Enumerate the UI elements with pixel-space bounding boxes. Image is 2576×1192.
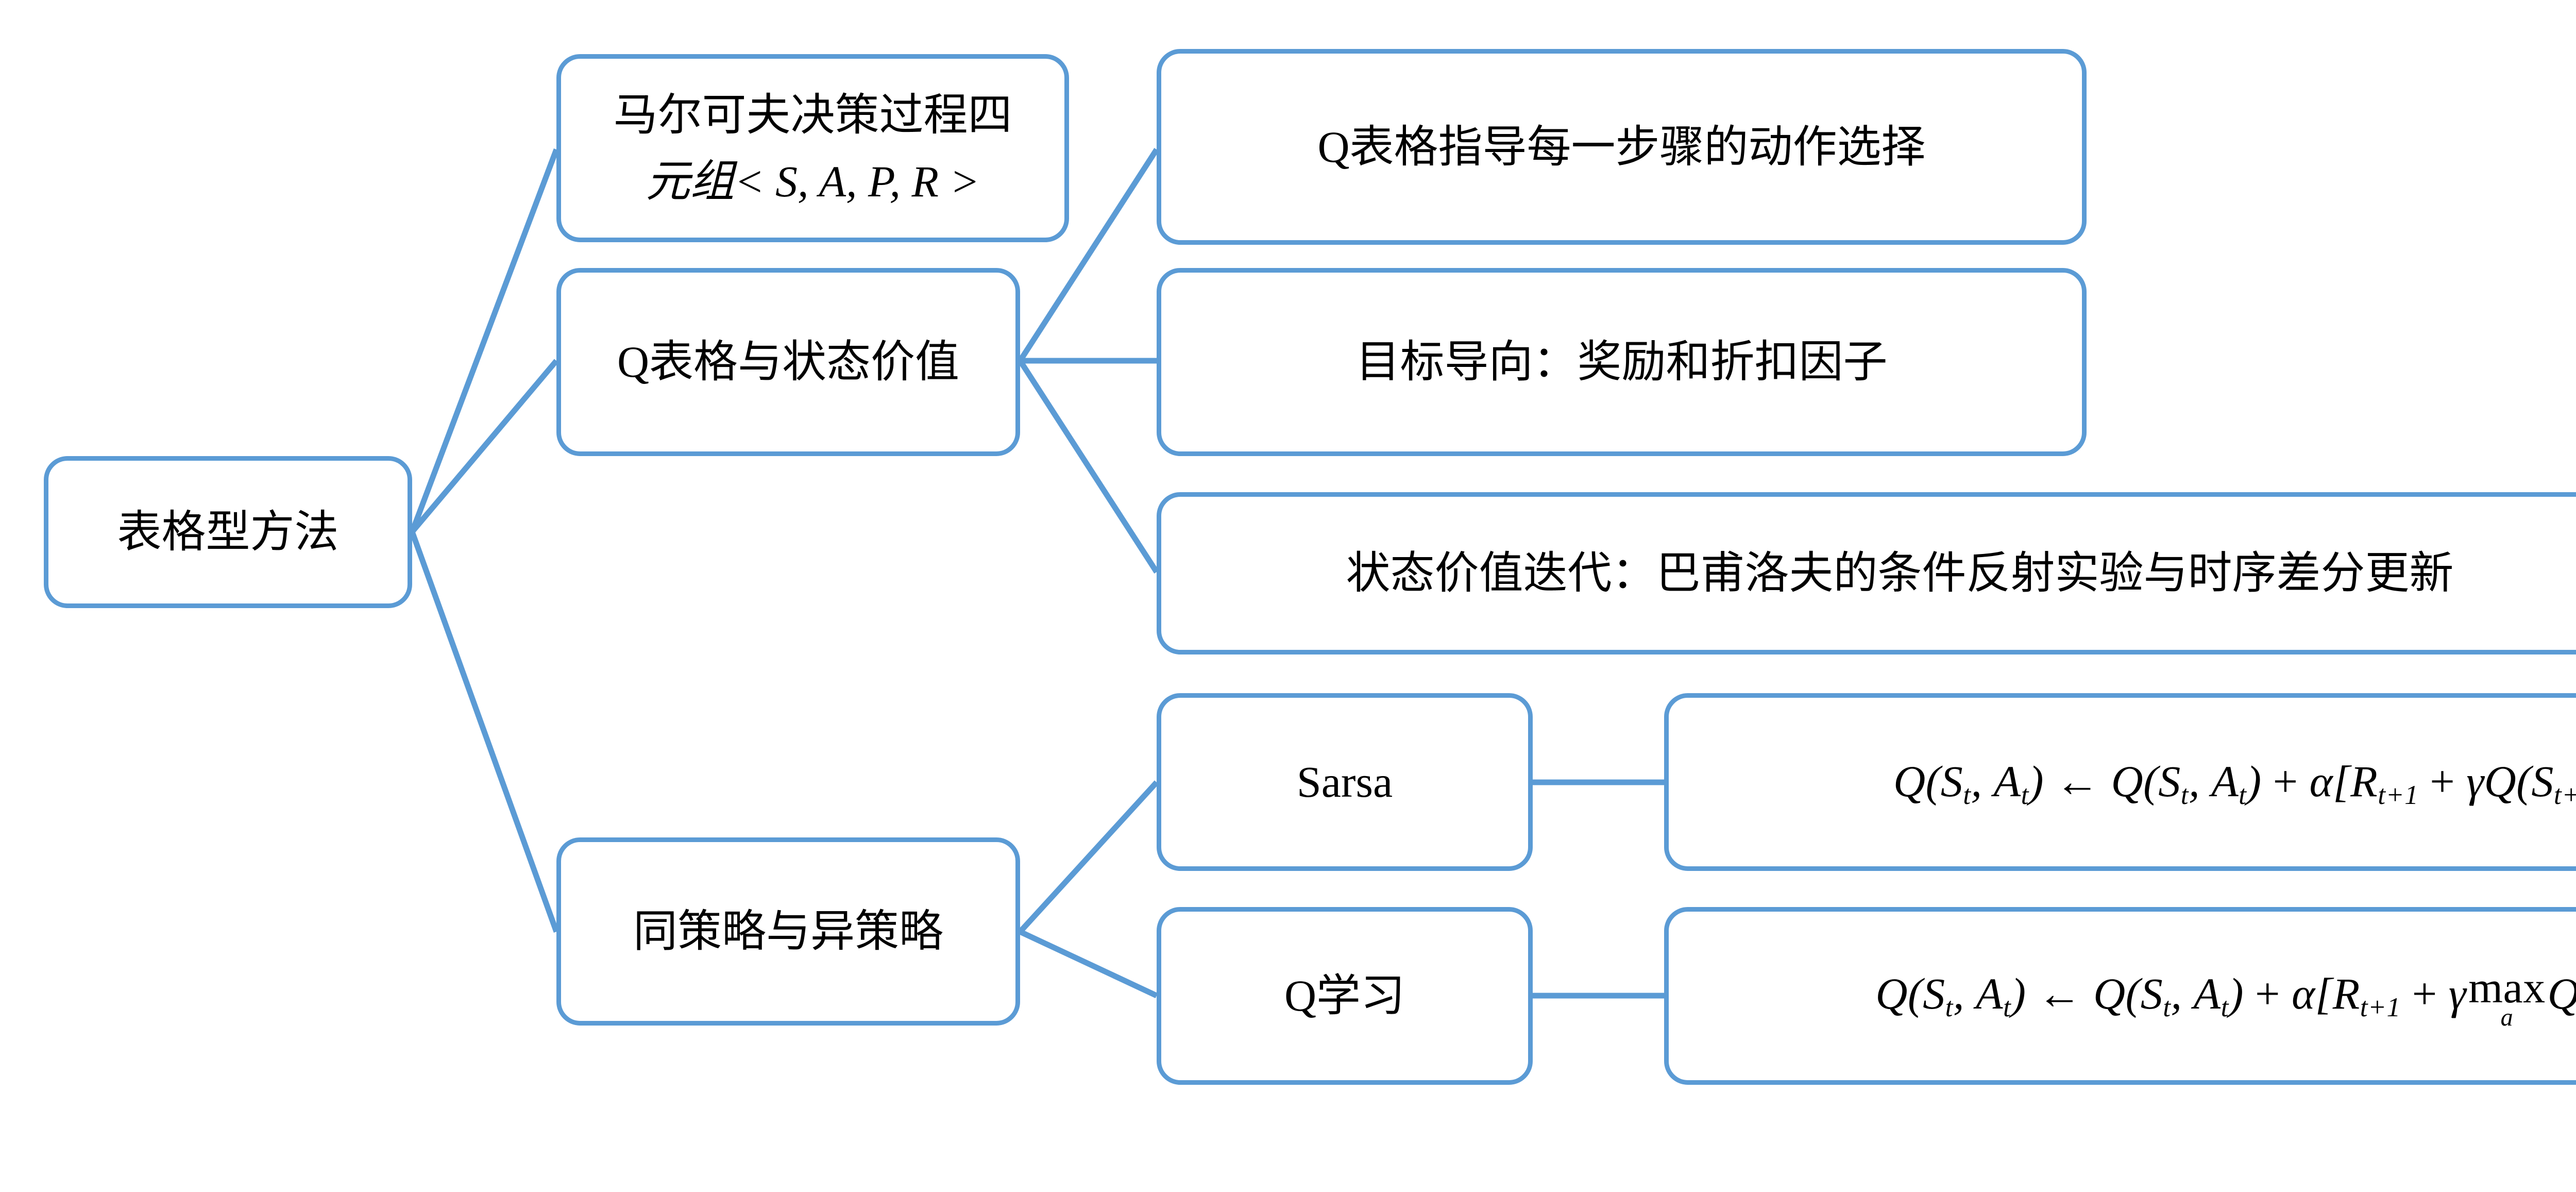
node-leaf-value-iteration-label: 状态价值迭代：巴甫洛夫的条件反射实验与时序差分更新 bbox=[1346, 548, 2454, 598]
node-leaf-goal-oriented-label: 目标导向：奖励和折扣因子 bbox=[1355, 337, 1888, 387]
node-branch-on-off-policy[interactable]: 同策略与异策略 bbox=[556, 837, 1020, 1026]
node-root-tabular-methods[interactable]: 表格型方法 bbox=[44, 456, 412, 608]
node-algorithm-sarsa-label: Sarsa bbox=[1296, 757, 1393, 807]
edge-policy-to-qlearning bbox=[1019, 929, 1158, 998]
node-leaf-action-selection-label: Q表格指导每一步骤的动作选择 bbox=[1317, 122, 1926, 172]
node-formula-sarsa[interactable]: Q(St, At) ← Q(St, At) + α[Rt+1 + γQ(St+1… bbox=[1664, 693, 2576, 871]
node-branch-qtable-label: Q表格与状态价值 bbox=[617, 337, 960, 387]
edge-root-to-mdp bbox=[409, 148, 560, 533]
formula-sarsa-expression: Q(St, At) ← Q(St, At) + α[Rt+1 + γQ(St+1… bbox=[1893, 756, 2576, 810]
node-leaf-action-selection[interactable]: Q表格指导每一步骤的动作选择 bbox=[1157, 49, 2087, 245]
node-branch-mdp-label-line1: 马尔可夫决策过程四 bbox=[613, 90, 1012, 140]
edge-policy-to-sarsa bbox=[1018, 780, 1159, 934]
node-branch-qtable[interactable]: Q表格与状态价值 bbox=[556, 268, 1020, 456]
node-root-label: 表格型方法 bbox=[117, 507, 339, 557]
node-branch-mdp[interactable]: 马尔可夫决策过程四 元组< S, A, P, R > bbox=[556, 54, 1069, 242]
node-algorithm-sarsa[interactable]: Sarsa bbox=[1157, 693, 1533, 871]
edge-root-to-qtable bbox=[410, 359, 559, 534]
node-algorithm-qlearning-label: Q学习 bbox=[1284, 971, 1405, 1021]
node-branch-on-off-policy-label: 同策略与异策略 bbox=[633, 906, 943, 956]
node-leaf-goal-oriented[interactable]: 目标导向：奖励和折扣因子 bbox=[1157, 268, 2087, 456]
node-formula-qlearning[interactable]: Q(St, At) ← Q(St, At) + α[Rt+1 + γmaxaQ(… bbox=[1664, 907, 2576, 1085]
node-leaf-value-iteration[interactable]: 状态价值迭代：巴甫洛夫的条件反射实验与时序差分更新 bbox=[1157, 492, 2576, 654]
edge-root-to-policy bbox=[409, 531, 560, 933]
formula-qlearning-expression: Q(St, At) ← Q(St, At) + α[Rt+1 + γmaxaQ(… bbox=[1875, 963, 2576, 1032]
edge-qtable-to-value-iteration bbox=[1018, 359, 1159, 574]
node-branch-mdp-label-line2: 元组< S, A, P, R > bbox=[646, 156, 980, 206]
node-algorithm-qlearning[interactable]: Q学习 bbox=[1157, 907, 1533, 1085]
